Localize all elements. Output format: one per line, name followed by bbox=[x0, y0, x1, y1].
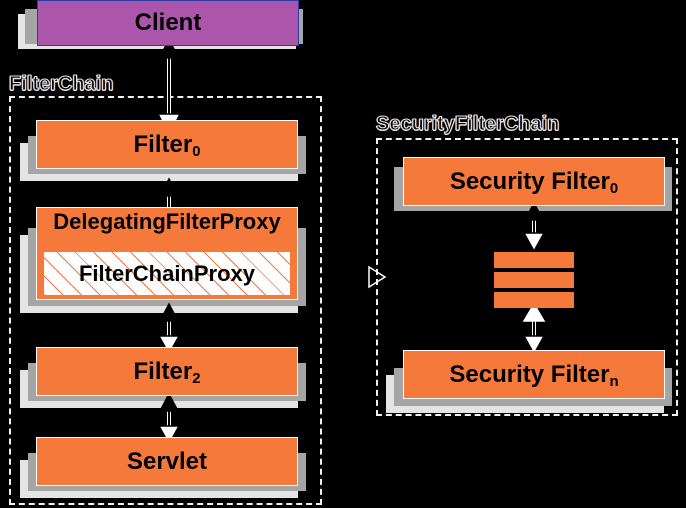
group-label-securityfilterchain: SecurityFilterChain bbox=[375, 113, 560, 136]
node-filterchainproxy-label: FilterChainProxy bbox=[78, 260, 256, 286]
group-label-filterchain: FilterChain bbox=[8, 73, 114, 96]
node-client[interactable]: Client bbox=[37, 0, 299, 46]
ellipsis-bar-3 bbox=[494, 292, 574, 308]
node-client-label: Client bbox=[134, 9, 202, 36]
connector-filterchainproxy-securityfilterchain bbox=[364, 262, 394, 292]
group-box-securityfilterchain bbox=[376, 138, 678, 416]
node-delegatingfilterproxy-label: DelegatingFilterProxy bbox=[53, 209, 281, 234]
node-filter2[interactable]: Filter2 bbox=[36, 347, 298, 396]
ellipsis-bar-2 bbox=[494, 272, 574, 288]
node-filter0-label: Filter0 bbox=[133, 130, 201, 160]
node-filter2-label: Filter2 bbox=[133, 357, 201, 387]
node-servlet-label: Servlet bbox=[126, 447, 208, 475]
ellipsis-bar-1 bbox=[494, 252, 574, 268]
node-filter0[interactable]: Filter0 bbox=[36, 120, 298, 169]
connector-filterchainproxy-filter2 bbox=[153, 302, 185, 356]
connector-ellipsis-securityfiltern bbox=[518, 302, 550, 356]
node-servlet[interactable]: Servlet bbox=[36, 437, 298, 486]
connector-securityfilter0-ellipsis bbox=[518, 201, 550, 253]
connector-filter2-servlet bbox=[153, 392, 185, 446]
node-securityfilter0[interactable]: Security Filter0 bbox=[403, 157, 665, 206]
node-securityfilter0-label: Security Filter0 bbox=[449, 167, 619, 197]
node-securityfiltern[interactable]: Security Filtern bbox=[403, 350, 665, 399]
node-securityfiltern-label: Security Filtern bbox=[449, 360, 619, 390]
node-filterchainproxy[interactable]: FilterChainProxy bbox=[43, 251, 291, 296]
group-box-filterchain bbox=[9, 96, 322, 505]
